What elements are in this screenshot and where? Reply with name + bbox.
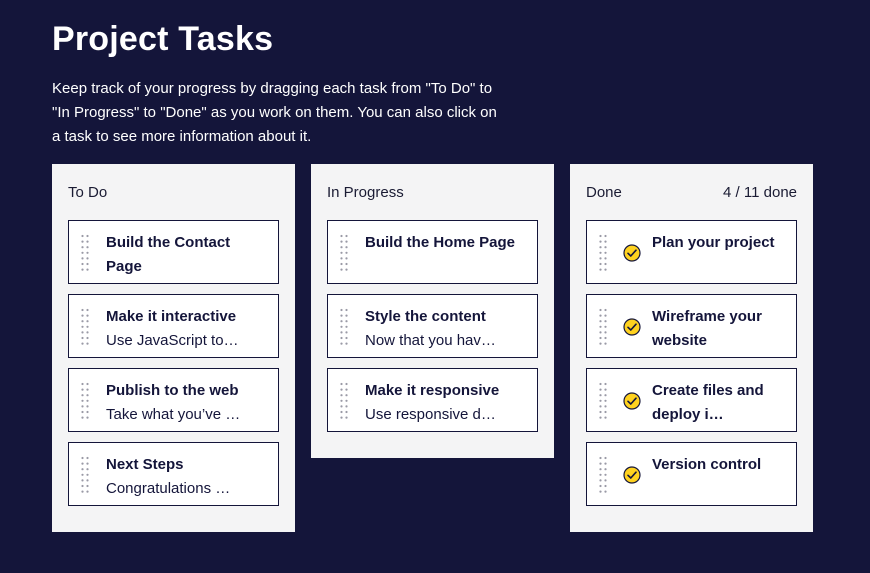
task-description: Use JavaScript to… [106,332,239,349]
task-card[interactable]: Next Steps Congratulations … [68,442,279,506]
drag-handle-icon[interactable] [81,234,89,272]
column-header: In Progress [327,164,538,220]
task-card[interactable]: Version control [586,442,797,506]
check-circle-icon [623,466,641,484]
task-card[interactable]: Style the content Now that you hav… [327,294,538,358]
task-description: Use responsive d… [365,406,496,423]
drag-handle-icon[interactable] [340,308,348,346]
done-count: 4 / 11 done [723,183,797,201]
task-title: Plan your project [652,234,775,251]
drag-handle-icon[interactable] [599,382,607,420]
task-title: Build the Home Page [365,234,516,251]
task-card[interactable]: Plan your project [586,220,797,284]
check-circle-icon [623,392,641,410]
task-title: Publish to the web [106,382,239,399]
task-card[interactable]: Make it responsive Use responsive d… [327,368,538,432]
task-description: Congratulations … [106,480,231,497]
column-title: Done [586,183,622,201]
check-circle-icon [623,318,641,336]
drag-handle-icon[interactable] [599,234,607,272]
task-title: Make it responsive [365,382,500,399]
task-title: Version control [652,456,762,473]
drag-handle-icon[interactable] [340,382,348,420]
task-title: Make it interactive [106,308,237,325]
column-header: Done 4 / 11 done [586,164,797,220]
check-circle-icon [623,244,641,262]
page-title: Project Tasks [52,20,274,58]
task-card[interactable]: Wireframe your website [586,294,797,358]
drag-handle-icon[interactable] [599,308,607,346]
task-card[interactable]: Build the Home Page [327,220,538,284]
page-intro: Keep track of your progress by dragging … [52,80,497,145]
task-title: Style the content [365,308,486,325]
task-title: Wireframe your website [652,308,762,349]
task-title: Create files and deploy i… [652,382,764,423]
task-card[interactable]: Make it interactive Use JavaScript to… [68,294,279,358]
task-description: Take what you’ve … [106,406,241,423]
drag-handle-icon[interactable] [81,382,89,420]
drag-handle-icon[interactable] [340,234,348,272]
task-description: Now that you hav… [365,332,496,349]
task-card[interactable]: Build the Contact Page [68,220,279,284]
task-card[interactable]: Publish to the web Take what you’ve … [68,368,279,432]
column-title: In Progress [327,183,404,201]
task-card[interactable]: Create files and deploy i… [586,368,797,432]
column-todo: To Do Build the Contact Page Make it int… [52,164,295,532]
drag-handle-icon[interactable] [81,308,89,346]
drag-handle-icon[interactable] [81,456,89,494]
drag-handle-icon[interactable] [599,456,607,494]
task-title: Build the Contact Page [106,234,231,275]
task-title: Next Steps [106,456,184,473]
column-title: To Do [68,183,108,201]
column-done: Done 4 / 11 done Plan your project Wiref… [570,164,813,532]
column-in-progress: In Progress Build the Home Page Style th… [311,164,554,458]
column-header: To Do [68,164,279,220]
